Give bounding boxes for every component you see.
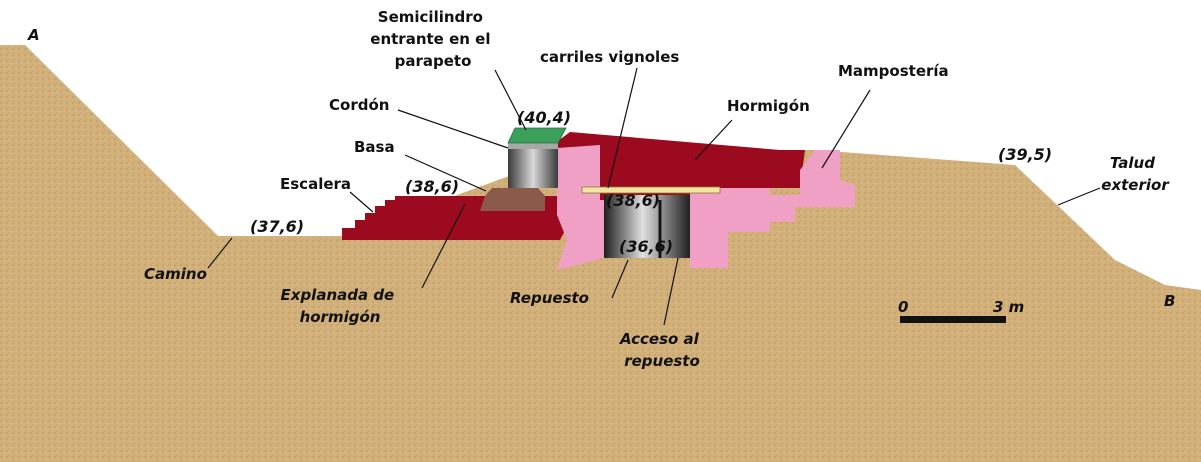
label-mamposteria: Mampostería — [838, 62, 949, 80]
leader-repuesto — [611, 259, 629, 299]
scale-end-label: 3 m — [993, 298, 1024, 316]
scale-start-label: 0 — [898, 298, 908, 316]
point-b-label: B — [1164, 292, 1175, 310]
cordon-cap — [507, 127, 567, 144]
elevation-cordon: (40,4) — [517, 108, 571, 127]
scale-bar — [900, 316, 1006, 323]
leader-cordon — [397, 109, 509, 149]
leader-basa — [404, 154, 487, 192]
point-a-label: A — [27, 26, 40, 44]
leader-acceso — [663, 257, 679, 326]
elevation-camino: (37,6) — [250, 217, 304, 236]
vignole-rail — [581, 186, 721, 194]
label-basa: Basa — [354, 138, 395, 156]
basa-base — [480, 188, 545, 211]
semicylinder — [508, 143, 558, 188]
leader-escalera — [349, 191, 374, 213]
elevation-repuesto-floor: (36,6) — [619, 237, 673, 256]
label-escalera: Escalera — [280, 175, 351, 193]
leader-talud — [1057, 187, 1101, 206]
label-camino: Camino — [144, 265, 207, 283]
label-repuesto: Repuesto — [510, 289, 589, 307]
leader-mamposteria — [821, 89, 871, 169]
leader-carriles — [607, 67, 638, 189]
repuesto-chamber — [604, 195, 690, 258]
masonry-left-wall — [557, 145, 604, 270]
semicylinder-top-band — [508, 143, 558, 149]
label-acceso: Acceso al repuesto — [619, 330, 704, 370]
leader-camino — [207, 237, 233, 269]
elevation-talud: (39,5) — [998, 145, 1052, 164]
label-cordon: Cordón — [329, 96, 389, 114]
label-explanada: Explanada de hormigón — [281, 286, 400, 326]
leader-explanada — [421, 203, 466, 289]
elevation-repuesto-top: (38,6) — [606, 191, 660, 210]
leader-semicilindro — [494, 69, 527, 131]
elevation-explanada: (38,6) — [405, 177, 459, 196]
label-talud: Talud exterior — [1101, 154, 1170, 194]
masonry-right-wall — [690, 150, 855, 268]
leader-hormigon — [694, 119, 733, 161]
label-carriles: carriles vignoles — [540, 48, 679, 66]
label-hormigon: Hormigón — [727, 97, 810, 115]
label-semicilindro: Semicilindro entrante en el parapeto — [370, 8, 495, 70]
